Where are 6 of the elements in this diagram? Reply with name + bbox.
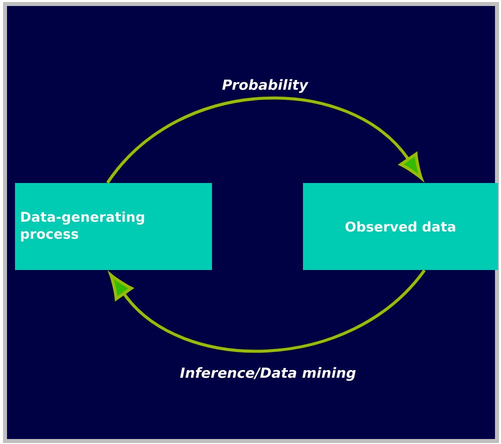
arrow [106, 96, 423, 184]
arrow [109, 269, 426, 352]
process-box: Data-generating process [15, 183, 212, 270]
edge-label: Probability [220, 77, 310, 95]
edge-label: Inference/Data mining [178, 365, 358, 383]
process-box: Observed data [303, 183, 498, 270]
